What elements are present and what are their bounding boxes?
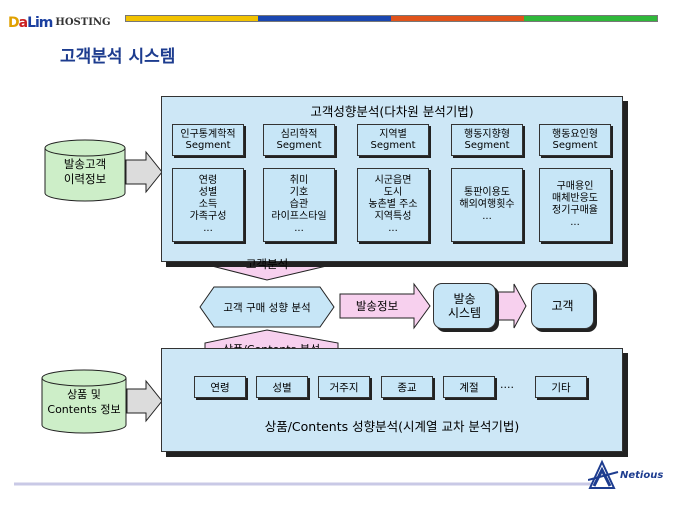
attribute-ellipsis: ....	[500, 378, 514, 391]
segment-sub: Segment	[464, 140, 510, 151]
customer-box: 고객	[531, 283, 594, 329]
detail-item: 연령	[198, 175, 218, 186]
top-input-arrow	[125, 150, 163, 194]
customer-tendency-title: 고객성향분석(다차원 분석기법)	[310, 104, 474, 119]
segment-name: 행동지향형	[464, 129, 510, 140]
segment-box: 행동지향형 Segment	[451, 124, 523, 156]
send-system-line1: 발송	[453, 292, 476, 306]
segment-sub: Segment	[185, 140, 231, 151]
system-to-customer-arrow	[497, 283, 527, 329]
cylinder-label: Contents 정보	[47, 403, 121, 416]
segment-box: 행동요인형 Segment	[539, 124, 611, 156]
detail-item: 구매용인	[556, 181, 594, 192]
bottom-cylinder	[41, 369, 127, 434]
product-tendency-panel	[161, 348, 623, 452]
color-bar-segment-orange	[391, 16, 524, 21]
detail-item: 시군읍면	[374, 175, 412, 186]
detail-item: 해외여행횟수	[459, 199, 515, 210]
segment-sub: Segment	[370, 140, 416, 151]
color-bar-segment-green	[524, 16, 657, 21]
color-bar-segment-yellow	[126, 16, 258, 21]
bottom-input-arrow	[126, 379, 163, 423]
customer-analysis-label: 고객분석	[245, 257, 289, 271]
segment-name: 지역별	[379, 129, 407, 140]
cylinder-label: 상품 및	[67, 388, 101, 401]
segment-box: 심리학적 Segment	[263, 124, 335, 156]
detail-item: 기호	[289, 187, 309, 198]
netious-logo-mark	[587, 459, 619, 489]
detail-item: 가족구성	[189, 211, 227, 222]
segment-detail-box: 시군읍면 도시 농촌별 주소 지역특성 ...	[357, 168, 429, 242]
attribute-box: 계절	[443, 376, 495, 398]
send-system-box: 발송 시스템	[433, 283, 496, 329]
send-history-cylinder: 발송고객 이력정보	[45, 157, 125, 187]
customer-label: 고객	[551, 299, 574, 313]
attribute-box: 연령	[194, 376, 246, 398]
attribute-box: 기타	[535, 376, 587, 398]
cylinder-label: 발송고객	[63, 157, 107, 171]
detail-item: 농촌별 주소	[368, 199, 418, 210]
segment-name: 행동요인형	[552, 129, 598, 140]
segment-sub: Segment	[276, 140, 322, 151]
detail-item: 매체반응도	[552, 193, 598, 204]
segment-name: 심리학적	[280, 129, 318, 140]
detail-item: 도시	[383, 187, 403, 198]
attribute-box: 성별	[256, 376, 308, 398]
segment-detail-box: 연령 성별 소득 가족구성 ...	[172, 168, 244, 242]
segment-box: 지역별 Segment	[357, 124, 429, 156]
send-system-line2: 시스템	[447, 306, 482, 320]
send-info-label: 발송정보	[355, 299, 399, 313]
detail-item: ...	[388, 223, 398, 234]
detail-item: 통판이용도	[464, 187, 510, 198]
segment-detail-box: 통판이용도 해외여행횟수 ...	[451, 168, 523, 242]
detail-item: ...	[570, 217, 580, 228]
detail-item: 정기구매율	[552, 205, 598, 216]
detail-item: 지역특성	[374, 211, 412, 222]
detail-item: 소득	[198, 199, 218, 210]
segment-box: 인구통계학적 Segment	[172, 124, 244, 156]
detail-item: ...	[482, 211, 492, 222]
purchase-tendency-label: 고객 구매 성향 분석	[223, 301, 311, 314]
hosting-label: HOSTING	[55, 17, 111, 28]
purchase-tendency-hexagon	[199, 286, 335, 328]
detail-item: ...	[203, 223, 213, 234]
color-bar-segment-blue	[258, 16, 391, 21]
cylinder-label: 이력정보	[63, 172, 107, 186]
detail-item: 라이프스타일	[271, 211, 327, 222]
product-tendency-title: 상품/Contents 성향분석(시계열 교차 분석기법)	[264, 419, 520, 434]
send-info-arrow	[339, 282, 431, 330]
segment-name: 인구통계학적	[180, 129, 236, 140]
segment-detail-box: 구매용인 매체반응도 정기구매율 ...	[539, 168, 611, 242]
detail-item: ...	[294, 223, 304, 234]
segment-sub: Segment	[552, 140, 598, 151]
segment-detail-box: 취미 기호 습관 라이프스타일 ...	[263, 168, 335, 242]
logo-wordmark: DaLim	[8, 14, 53, 31]
detail-item: 습관	[289, 199, 309, 210]
attribute-box: 거주지	[318, 376, 370, 398]
detail-item: 성별	[198, 187, 218, 198]
page-title: 고객분석 시스템	[60, 47, 176, 67]
attribute-box: 종교	[381, 376, 433, 398]
product-info-cylinder: 상품 및 Contents 정보	[36, 387, 132, 417]
netious-logo: Netious	[587, 458, 672, 492]
netious-wordmark: Netious	[620, 470, 664, 481]
top-cylinder	[44, 139, 126, 202]
detail-item: 취미	[289, 175, 309, 186]
